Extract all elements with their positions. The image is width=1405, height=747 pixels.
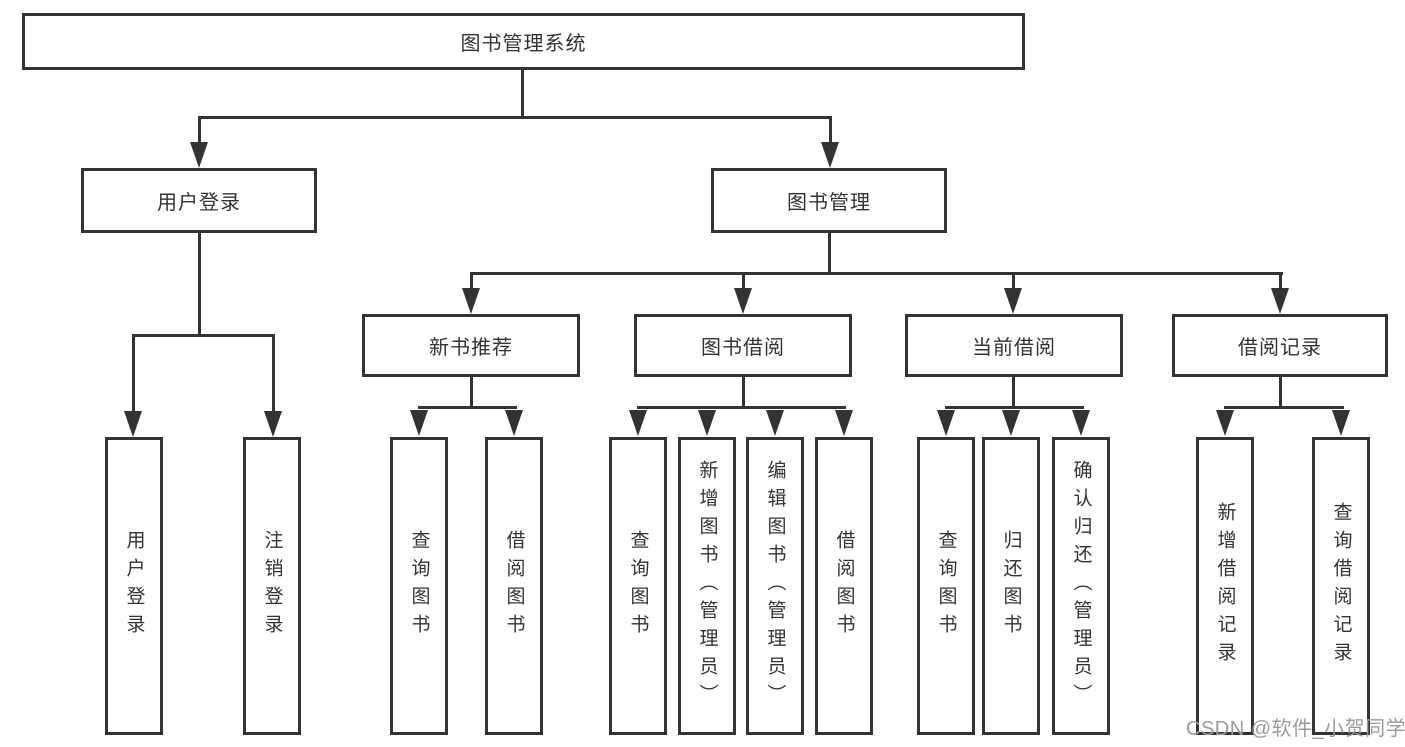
arrow-down-icon	[821, 142, 839, 168]
connector-line	[418, 406, 517, 409]
connector-line	[132, 334, 275, 337]
leaf-user-login: 用户登录	[105, 437, 163, 735]
connector-line	[828, 233, 831, 275]
node-label: 编辑图书（管理员）	[764, 460, 786, 712]
leaf-cb-return-books: 归还图书	[982, 437, 1040, 735]
leaf-logout: 注销登录	[243, 437, 301, 735]
connector-line	[198, 116, 832, 119]
arrow-down-icon	[410, 410, 428, 436]
node-book-borrowing: 图书借阅	[634, 314, 852, 377]
connector-line	[637, 406, 846, 409]
connector-line	[132, 334, 135, 414]
connector-line	[198, 233, 201, 337]
connector-line	[1012, 377, 1015, 409]
leaf-br-query-record: 查询借阅记录	[1312, 437, 1370, 735]
leaf-cb-query-books: 查询图书	[917, 437, 975, 735]
connector-line	[198, 116, 201, 146]
node-label: 用户登录	[123, 530, 145, 642]
node-label: 借阅记录	[1238, 337, 1322, 359]
node-label: 查询图书	[408, 530, 430, 642]
node-label: 注销登录	[261, 530, 283, 642]
node-borrowing-records: 借阅记录	[1172, 314, 1388, 377]
node-label: 借阅图书	[503, 530, 525, 642]
node-label: 用户登录	[157, 192, 241, 214]
node-user-login: 用户登录	[81, 168, 317, 233]
arrow-down-icon	[462, 288, 480, 314]
arrow-down-icon	[124, 411, 142, 437]
node-label: 查询图书	[627, 530, 649, 642]
leaf-bb-borrow-books: 借阅图书	[815, 437, 873, 735]
connector-line	[521, 70, 524, 118]
connector-line	[470, 272, 473, 292]
node-label: 图书借阅	[701, 337, 785, 359]
node-label: 归还图书	[1000, 530, 1022, 642]
arrow-down-icon	[698, 410, 716, 436]
arrow-down-icon	[505, 410, 523, 436]
connector-line	[1224, 406, 1344, 409]
arrow-down-icon	[629, 410, 647, 436]
node-label: 查询图书	[935, 530, 957, 642]
leaf-nbr-borrow-books: 借阅图书	[485, 437, 543, 735]
node-label: 新增借阅记录	[1214, 502, 1236, 670]
connector-line	[1012, 272, 1015, 292]
leaf-nbr-query-books: 查询图书	[390, 437, 448, 735]
arrow-down-icon	[937, 410, 955, 436]
node-label: 查询借阅记录	[1330, 502, 1352, 670]
node-label: 借阅图书	[833, 530, 855, 642]
arrow-down-icon	[1216, 410, 1234, 436]
node-label: 新增图书（管理员）	[696, 460, 718, 712]
node-label: 图书管理系统	[460, 33, 587, 55]
connector-line	[945, 406, 1084, 409]
connector-line	[829, 116, 832, 146]
connector-line	[1279, 272, 1282, 292]
node-current-borrowing: 当前借阅	[905, 314, 1123, 377]
csdn-watermark: CSDN @软件_小贺同学	[1186, 718, 1405, 740]
arrow-down-icon	[835, 410, 853, 436]
leaf-br-add-record: 新增借阅记录	[1196, 437, 1254, 735]
arrow-down-icon	[190, 142, 208, 168]
leaf-bb-add-book-admin: 新增图书（管理员）	[678, 437, 736, 735]
arrow-down-icon	[264, 411, 282, 437]
arrow-down-icon	[734, 288, 752, 314]
arrow-down-icon	[766, 410, 784, 436]
leaf-cb-confirm-return-admin: 确认归还（管理员）	[1052, 437, 1110, 735]
connector-line	[742, 272, 745, 292]
connector-line	[742, 377, 745, 409]
node-new-book-recommendation: 新书推荐	[362, 314, 580, 377]
node-book-management: 图书管理	[711, 168, 947, 233]
connector-line	[470, 377, 473, 409]
arrow-down-icon	[1271, 288, 1289, 314]
node-library-system: 图书管理系统	[22, 13, 1025, 70]
node-label: 确认归还（管理员）	[1070, 460, 1092, 712]
node-label: 图书管理	[787, 192, 871, 214]
node-label: 新书推荐	[429, 337, 513, 359]
arrow-down-icon	[1072, 410, 1090, 436]
leaf-bb-edit-book-admin: 编辑图书（管理员）	[746, 437, 804, 735]
arrow-down-icon	[1002, 410, 1020, 436]
node-label: 当前借阅	[972, 337, 1056, 359]
connector-line	[272, 334, 275, 414]
connector-line	[1279, 377, 1282, 409]
arrow-down-icon	[1332, 410, 1350, 436]
connector-line	[470, 272, 1283, 275]
arrow-down-icon	[1004, 288, 1022, 314]
leaf-bb-query-books: 查询图书	[609, 437, 667, 735]
